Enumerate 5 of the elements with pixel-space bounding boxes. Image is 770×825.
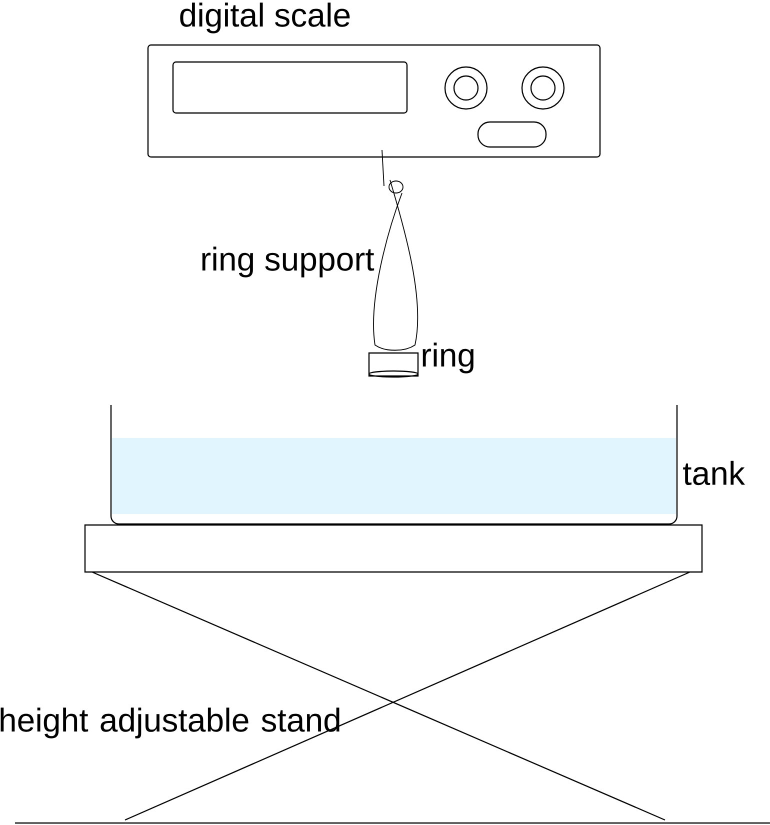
part-label: ring support bbox=[202, 246, 374, 278]
part-label: height adjustable stand bbox=[0, 708, 340, 738]
part-label: tank bbox=[683, 460, 746, 486]
part-label: ring bbox=[422, 342, 474, 374]
part-label: digital scale bbox=[180, 2, 350, 34]
